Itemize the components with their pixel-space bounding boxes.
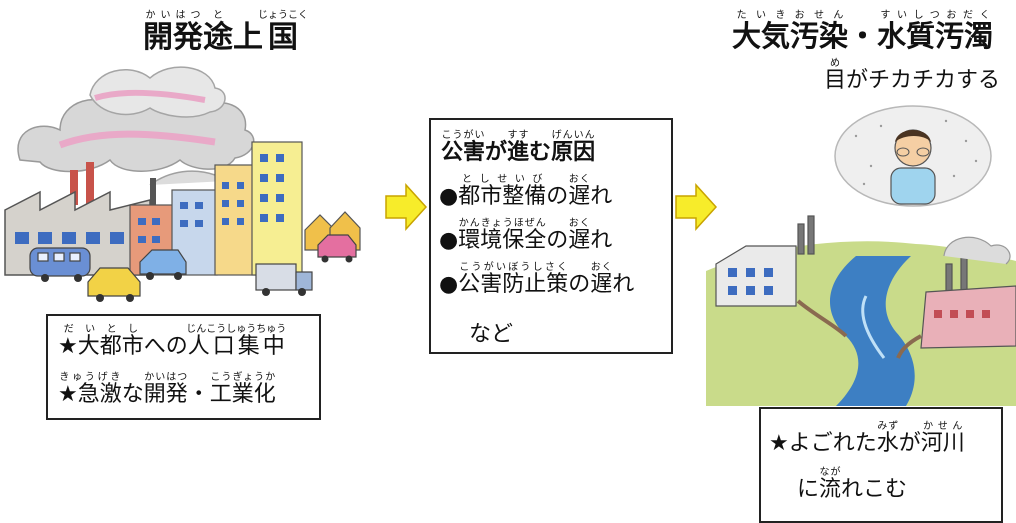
left-title: 開発かいはつ途と上国じょうこく xyxy=(143,10,308,55)
middle-item-2: ●環境保全かんきょうほぜんの遅おくれ xyxy=(439,218,613,253)
middle-footer: など xyxy=(469,322,514,347)
riverside-factory-2 xyxy=(920,236,1016,349)
right-box-line-2: に流ながれこむ xyxy=(797,467,908,502)
middle-item-3: ●公害防止策こうがいぼうしさくの遅おくれ xyxy=(439,262,635,297)
right-subtitle: 目めがチカチカする xyxy=(824,58,1001,93)
right-title: 大気汚染たいきおせん・水質汚濁すいしつおだく xyxy=(732,10,994,53)
left-box-line-1: ★大都市だいとしへの人口集中じんこうしゅうちゅう xyxy=(58,324,287,359)
middle-item-1: ●都市整備としせいびの遅おくれ xyxy=(439,174,613,209)
city-illustration xyxy=(4,66,361,302)
vehicles xyxy=(29,234,357,302)
middle-cause-box: 公害こうがいが進すすむ原因げんいん ●都市整備としせいびの遅おくれ ●環境保全か… xyxy=(429,118,673,354)
arrow-right-icon xyxy=(385,183,428,231)
middle-box-title: 公害こうがいが進すすむ原因げんいん xyxy=(441,130,596,165)
left-cause-box: ★大都市だいとしへの人口集中じんこうしゅうちゅう ★急激きゅうげきな開発かいはつ… xyxy=(46,314,321,420)
right-effect-box: ★よごれた水みずが河川かせん に流ながれこむ xyxy=(759,407,1003,523)
pollution-illustration xyxy=(706,105,1016,406)
left-box-line-2: ★急激きゅうげきな開発かいはつ・工業化こうぎょうか xyxy=(58,372,276,407)
smoke-clouds xyxy=(17,66,255,186)
arrow-right-icon-2 xyxy=(675,183,718,231)
smog-boy xyxy=(834,105,992,207)
right-box-line-1: ★よごれた水みずが河川かせん xyxy=(769,421,965,456)
riverside-factory xyxy=(715,215,815,307)
